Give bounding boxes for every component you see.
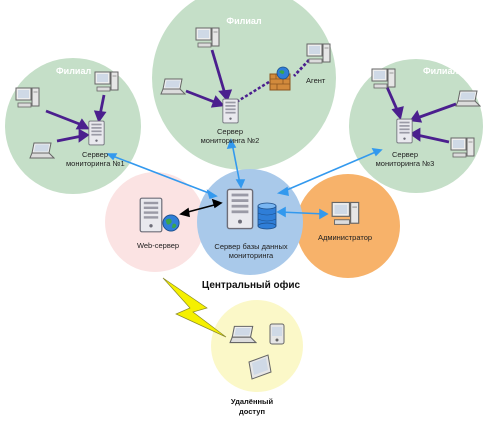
agent-label: Агент [306, 76, 326, 85]
link-web-db [179, 198, 223, 218]
server-icon [222, 98, 239, 124]
link-db-admin [279, 211, 326, 215]
db-server-label-line2: мониторинга [229, 251, 274, 260]
db-server-label-line1: Сервер базы данных [214, 242, 287, 251]
branch-3-zone [349, 59, 483, 193]
link-branch3-db [281, 150, 379, 193]
remote-access-label-line2: доступ [239, 407, 265, 416]
blue-links [106, 138, 383, 220]
branch-1-server-label-line2: мониторинга №1 [66, 159, 125, 168]
remote-access-label-line1: Удалённый [231, 397, 274, 406]
globe-icon [162, 214, 180, 232]
branch-3-title: Филиал [423, 66, 458, 76]
branch-1-zone [5, 58, 141, 194]
branch-1-server-label-line1: Сервер [82, 150, 108, 159]
central-office-label: Центральный офис [202, 279, 301, 291]
desktop-pc-icon [306, 43, 331, 64]
server-icon [226, 188, 254, 230]
branch-1-title: Филиал [56, 66, 91, 76]
purple-links-branch-3 [385, 86, 457, 144]
branch-2-server-label-line1: Сервер [217, 127, 243, 136]
tablet-icon [248, 354, 272, 380]
database-icon [257, 202, 277, 230]
branch-2-zone [152, 0, 336, 170]
server-icon [139, 197, 163, 233]
remote-access-zone [211, 300, 303, 392]
link-branch2-db [231, 142, 241, 185]
server-icon [88, 120, 105, 146]
admin-label: Администратор [318, 233, 372, 242]
web-server-label: Web-сервер [137, 241, 179, 250]
desktop-pc-icon [15, 87, 40, 108]
desktop-pc-icon [371, 68, 396, 89]
link-branch1-db [109, 154, 215, 196]
branch-3-server-label-line2: мониторинга №3 [376, 159, 435, 168]
purple-links-branch-2 [185, 49, 311, 108]
desktop-pc-icon [331, 201, 360, 225]
branch-2-title: Филиал [226, 16, 261, 26]
pda-icon [269, 323, 285, 345]
lightning-icon [162, 277, 227, 338]
branch-3-server-label-line1: Сервер [392, 150, 418, 159]
desktop-pc-icon [94, 71, 119, 92]
admin-zone [296, 174, 400, 278]
desktop-pc-icon [195, 27, 220, 48]
purple-links-branch-1 [45, 94, 107, 143]
server-icon [396, 118, 413, 144]
agent-link-dashed [237, 80, 270, 103]
desktop-pc-icon [450, 137, 475, 158]
branch-2-server-label-line2: мониторинга №2 [201, 136, 260, 145]
